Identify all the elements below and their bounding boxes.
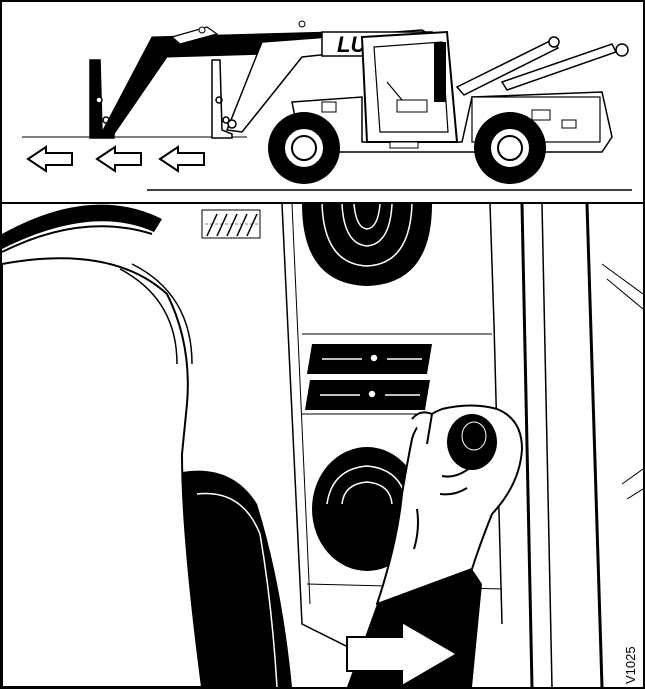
rear-wheel — [474, 112, 546, 184]
telehandler-panel: LULL — [0, 0, 645, 204]
rocker-switch-lower — [305, 380, 430, 410]
operator-hand-drawing: V1025 — [2, 204, 643, 687]
front-wheel — [268, 112, 340, 184]
retract-arrow-3 — [160, 147, 204, 171]
rocker-switch-upper — [307, 344, 432, 374]
retract-arrow-1 — [28, 147, 72, 171]
telehandler-drawing: LULL — [2, 2, 643, 202]
warning-decal — [202, 210, 260, 238]
retract-arrow-2 — [97, 147, 141, 171]
figure-code: V1025 — [623, 646, 638, 684]
joystick-panel: V1025 — [0, 202, 645, 689]
operator-torso — [2, 258, 202, 687]
upper-joystick-boot — [302, 204, 432, 286]
